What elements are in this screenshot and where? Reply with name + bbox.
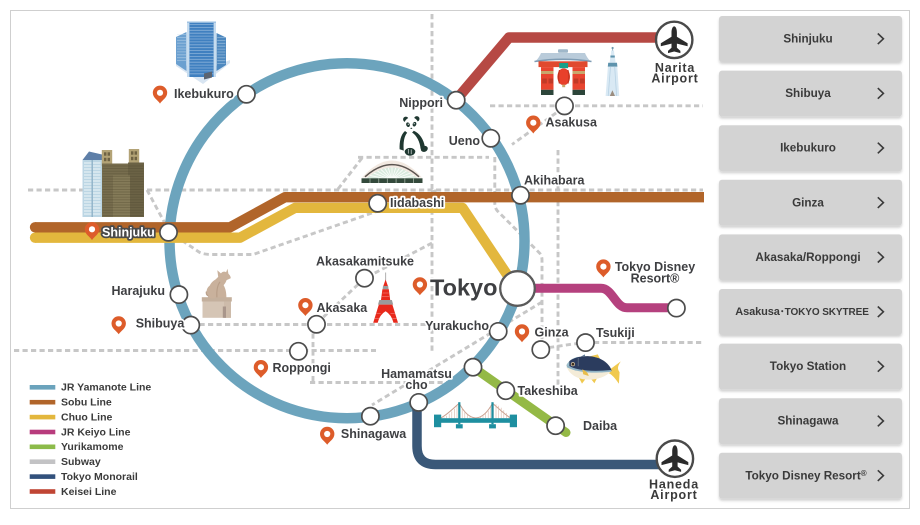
svg-text:Harajuku: Harajuku <box>112 284 166 298</box>
svg-text:Shinjuku: Shinjuku <box>783 33 832 46</box>
svg-text:Tokyo Station: Tokyo Station <box>770 360 846 373</box>
svg-text:Tsukiji: Tsukiji <box>596 326 635 340</box>
svg-text:Hamamatsu: Hamamatsu <box>381 367 452 381</box>
svg-text:Keisei Line: Keisei Line <box>61 486 117 498</box>
svg-text:cho: cho <box>405 378 428 392</box>
svg-text:Takeshiba: Takeshiba <box>518 384 579 398</box>
svg-text:Asakusa: Asakusa <box>546 116 598 130</box>
svg-text:Nippori: Nippori <box>399 96 443 110</box>
svg-text:Ginza: Ginza <box>535 325 570 339</box>
svg-text:Daiba: Daiba <box>583 419 618 433</box>
svg-text:Shibuya: Shibuya <box>785 87 831 100</box>
svg-text:Asakusa･TOKYO SKYTREE: Asakusa･TOKYO SKYTREE <box>735 306 869 318</box>
svg-text:Yurikamome: Yurikamome <box>61 441 124 453</box>
svg-text:Akasaka/Roppongi: Akasaka/Roppongi <box>755 251 860 264</box>
svg-text:Narita: Narita <box>655 61 695 75</box>
svg-text:Airport: Airport <box>651 71 698 85</box>
svg-text:Iidabashi: Iidabashi <box>390 196 444 210</box>
svg-text:Tokyo Disney Resort®: Tokyo Disney Resort® <box>745 468 866 482</box>
svg-text:Akasaka: Akasaka <box>317 301 369 315</box>
svg-text:Sobu Line: Sobu Line <box>61 397 112 409</box>
svg-text:Akihabara: Akihabara <box>524 173 585 187</box>
svg-text:JR Keiyo Line: JR Keiyo Line <box>61 426 131 438</box>
svg-text:Shibuya: Shibuya <box>136 317 186 331</box>
svg-text:Haneda: Haneda <box>649 478 699 492</box>
svg-text:Subway: Subway <box>61 456 101 468</box>
svg-text:Shinagawa: Shinagawa <box>341 427 407 441</box>
svg-text:Airport: Airport <box>650 488 697 502</box>
svg-text:Ginza: Ginza <box>792 196 824 209</box>
svg-text:Yurakucho: Yurakucho <box>425 319 489 333</box>
svg-text:Tokyo Disney: Tokyo Disney <box>615 260 695 274</box>
svg-text:Akasakamitsuke: Akasakamitsuke <box>316 255 414 269</box>
svg-text:Ueno: Ueno <box>449 134 481 148</box>
svg-text:Tokyo: Tokyo <box>430 275 497 301</box>
svg-text:Chuo Line: Chuo Line <box>61 412 112 424</box>
svg-text:JR Yamanote Line: JR Yamanote Line <box>61 382 151 394</box>
svg-text:Resort®: Resort® <box>631 272 681 286</box>
svg-text:Roppongi: Roppongi <box>273 361 331 375</box>
svg-text:Tokyo Monorail: Tokyo Monorail <box>61 471 138 483</box>
svg-text:Ikebukuro: Ikebukuro <box>780 142 836 155</box>
svg-text:Shinagawa: Shinagawa <box>777 415 839 428</box>
svg-text:Shinjuku: Shinjuku <box>102 225 155 239</box>
svg-text:Ikebukuro: Ikebukuro <box>174 87 234 101</box>
